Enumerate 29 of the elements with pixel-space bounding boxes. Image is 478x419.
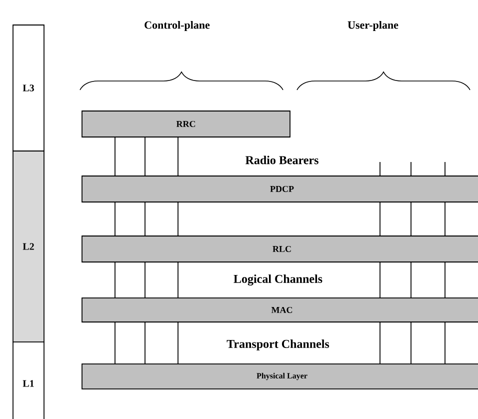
- layer-box: L3: [12, 24, 44, 152]
- connector-line: [144, 202, 146, 236]
- channel-label: Logical Channels: [232, 274, 324, 286]
- channel-label: Radio Bearers: [244, 154, 320, 166]
- connector-line: [444, 262, 446, 298]
- connector-line: [114, 322, 116, 364]
- connector-line: [144, 262, 146, 298]
- connector-line: [410, 162, 412, 176]
- connector-line: [114, 202, 116, 236]
- connector-line: [444, 322, 446, 364]
- connector-line: [410, 202, 412, 236]
- layer-box: L2: [12, 150, 44, 342]
- connector-line: [114, 137, 116, 176]
- layer-box: L1: [12, 342, 44, 419]
- connector-line: [410, 262, 412, 298]
- connector-line: [444, 162, 446, 176]
- protocol-bar: RRC: [82, 110, 290, 138]
- connector-line: [144, 322, 146, 364]
- protocol-bar: MAC: [82, 298, 478, 322]
- protocol-bar: Physical Layer: [82, 364, 478, 390]
- plane-label: User-plane: [346, 20, 400, 32]
- protocol-bar: RLC: [82, 236, 478, 262]
- plane-label: Control-plane: [143, 20, 211, 32]
- connector-line: [410, 322, 412, 364]
- connector-line: [444, 202, 446, 236]
- channel-label: Transport Channels: [226, 338, 330, 352]
- connector-line: [114, 262, 116, 298]
- connector-line: [144, 137, 146, 176]
- protocol-bar: PDCP: [82, 176, 478, 202]
